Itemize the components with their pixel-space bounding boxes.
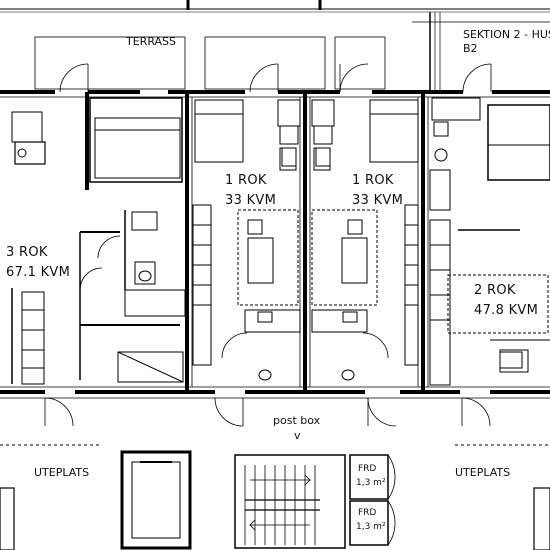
stairwell (234, 454, 346, 549)
apartment-3rok-rooms: 3 ROK (6, 245, 48, 260)
elevator-shaft (120, 450, 192, 550)
terrace-railing (0, 0, 550, 23)
section-label: SEKTION 2 - HUS (463, 28, 550, 41)
storage-1-label: FRD (358, 464, 377, 474)
apartment-1rok-b-rooms: 1 ROK (352, 173, 394, 188)
terrace-glazing (34, 12, 441, 90)
storage-1-area: 1,3 m² (356, 478, 386, 488)
terrace-label: TERRASS (126, 35, 176, 48)
party-walls (85, 92, 425, 392)
patio-right-label: UTEPLATS (455, 466, 511, 479)
exterior-walls (0, 90, 550, 394)
apartment-2rok-area: 47.8 KVM (474, 303, 539, 318)
post-box-label: post box (273, 414, 321, 427)
apartment-1rok-a-rooms: 1 ROK (225, 173, 267, 188)
patio-borders (0, 444, 550, 550)
apartment-1rok-b-area: 33 KVM (352, 193, 404, 208)
exterior-wall-inner-lines (0, 96, 550, 399)
apartment-1rok-b-interior (311, 99, 419, 381)
apartment-2rok-rooms: 2 ROK (474, 283, 516, 298)
post-box-marker: v (294, 429, 301, 442)
storage-cabinets (349, 454, 396, 546)
party-wall-inner-lines (191, 97, 429, 387)
apartment-3rok-interior (11, 97, 186, 385)
wheelchair-symbols (247, 147, 523, 369)
apartment-1rok-a-interior (192, 99, 301, 381)
storage-2-label: FRD (358, 508, 377, 518)
storage-2-area: 1,3 m² (356, 522, 386, 532)
apartment-2rok-interior (429, 97, 550, 386)
door-swings (44, 63, 492, 427)
patio-left-label: UTEPLATS (34, 466, 90, 479)
apartment-3rok-area: 67.1 KVM (6, 265, 71, 280)
section-code: B2 (463, 42, 478, 55)
apartment-1rok-a-area: 33 KVM (225, 193, 277, 208)
